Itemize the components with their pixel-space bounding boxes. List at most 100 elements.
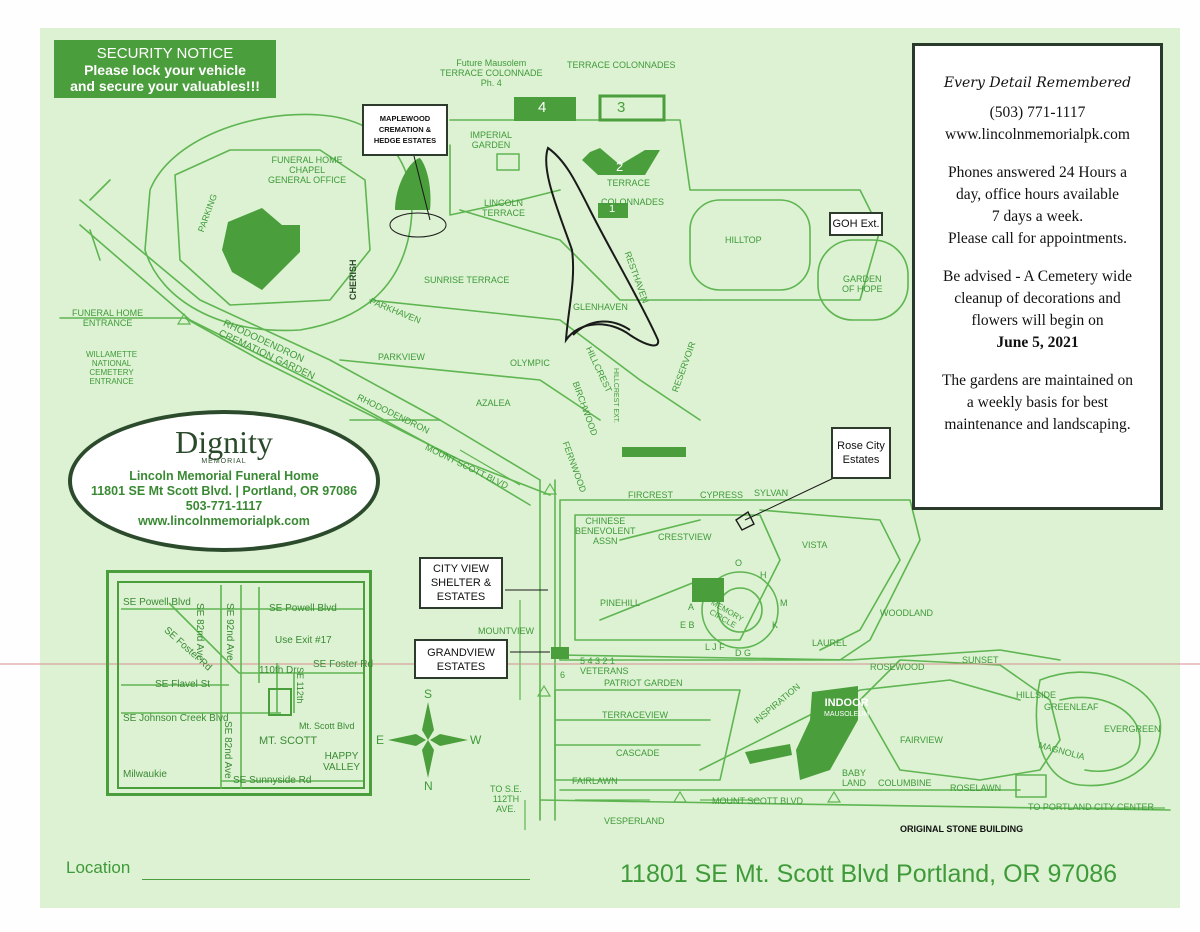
label-line: Ph. 4 (480, 78, 502, 88)
inset-map: SE Powell Blvd SE Powell Blvd SE Foster … (106, 570, 374, 796)
glenhaven-label: GLENHAVEN (573, 302, 628, 312)
dignity-logo: Dignity (175, 424, 273, 460)
indoor-mausoleum-label: INDOOR MAUSOLEUM (824, 698, 869, 720)
label-line: GARDEN (843, 274, 882, 284)
inset-label: HAPPY VALLEY (323, 751, 360, 773)
woodland-label: WOODLAND (880, 608, 934, 618)
section-3-label: 3 (617, 99, 626, 116)
inset-label: SE Foster Rd (313, 659, 374, 670)
hours-line: day, office hours available (955, 186, 1120, 203)
pinehill-label: PINEHILL (600, 598, 641, 608)
lot-letter: D G (735, 648, 752, 658)
sunrise-terrace-label: SUNRISE TERRACE (424, 275, 510, 285)
tagline: Every Detail Remembered (943, 75, 1132, 91)
label-line: LAND (842, 778, 867, 788)
callout-line: HEDGE ESTATES (373, 136, 437, 145)
hours-line: Phones answered 24 Hours a (947, 164, 1128, 181)
label-line: CHAPEL (289, 165, 326, 175)
mount-scott-road-north (79, 224, 531, 506)
callout-line: SHELTER & (430, 577, 492, 589)
info-phone: (503) 771-1117 (989, 104, 1086, 121)
maplewood-callout: MAPLEWOOD CREMATION & HEDGE ESTATES (362, 104, 448, 156)
road-arrow (459, 449, 521, 486)
label-line: ENTRANCE (82, 318, 133, 328)
cleanup-date: June 5, 2021 (996, 334, 1079, 351)
lot-letter: L J F (705, 642, 725, 652)
label-line: BABY (842, 768, 867, 778)
callout-line: ESTATES (436, 591, 486, 603)
imperial-garden-label: IMPERIAL GARDEN (470, 130, 512, 150)
label-line: INDOOR (824, 697, 869, 709)
roselawn-label: ROSELAWN (950, 783, 1002, 793)
grandview-estates (551, 647, 569, 659)
funeral-home-phone: 503-771-1117 (185, 499, 263, 513)
inset-label-line: HAPPY (324, 751, 359, 762)
hilltop-label: HILLTOP (725, 235, 762, 245)
lincoln-terrace-label: LINCOLN TERRACE (482, 198, 525, 218)
terrace-label: TERRACE (607, 178, 651, 188)
rose-city-callout: Rose City Estates (831, 427, 891, 479)
label-line: VETERANS (580, 666, 629, 676)
lot-letter: M (780, 598, 788, 608)
compass-w: W (470, 733, 482, 747)
cleanup-line: cleanup of decorations and (954, 290, 1121, 307)
compass-s: S (424, 687, 433, 701)
label-line: CEMETERY (89, 368, 134, 377)
callout-line: GOH Ext. (832, 218, 880, 230)
funeral-home-name: Lincoln Memorial Funeral Home (129, 469, 319, 483)
patriot-garden-label: PATRIOT GARDEN (604, 678, 683, 688)
security-notice-line1: Please lock your vehicle (84, 62, 246, 78)
maintenance-line: The gardens are maintained on (941, 372, 1134, 389)
label-line: TERRACE COLONNADE (440, 68, 543, 78)
sylvan-label: SYLVAN (754, 488, 789, 498)
inset-label: SE Sunnyside Rd (233, 775, 312, 786)
to-portland-label: TO PORTLAND CITY CENTER (1028, 802, 1155, 812)
section-6-label: 6 (560, 670, 566, 680)
parking-loop (174, 149, 371, 306)
section-2-label: 2 (616, 159, 624, 174)
baby-land-label: BABY LAND (842, 768, 866, 788)
inset-label: SE Johnson Creek Blvd (123, 713, 229, 724)
inset-label: SE Powell Blvd (269, 603, 337, 614)
vesperland-label: VESPERLAND (604, 816, 665, 826)
crestview-label: CRESTVIEW (658, 532, 712, 542)
inset-label: SE 112th (295, 667, 305, 704)
cascade-label: CASCADE (616, 748, 660, 758)
hillside-label: HILLSIDE (1016, 690, 1057, 700)
section-4-label: 4 (538, 99, 547, 116)
hours-line: Please call for appointments. (947, 230, 1128, 247)
inset-label: SE 82nd Ave (222, 721, 233, 779)
laurel-label: LAUREL (812, 638, 848, 648)
maintenance-line: a weekly basis for best (966, 394, 1109, 411)
grandview-callout: GRANDVIEW ESTATES (414, 639, 508, 679)
inset-label: Use Exit #17 (275, 635, 332, 646)
label-line: GENERAL OFFICE (268, 175, 347, 185)
section-1-label: 1 (609, 203, 616, 215)
label-line: MAUSOLEUM (824, 711, 870, 718)
azalea-label: AZALEA (476, 398, 511, 408)
compass-rose (388, 702, 468, 778)
inset-label: Mt. Scott Blvd (299, 721, 355, 731)
parkview-label: PARKVIEW (378, 352, 425, 362)
label-line: OF HOPE (842, 284, 883, 294)
funeral-home-logo-card: Dignity MEMORIAL Lincoln Memorial Funera… (68, 410, 380, 552)
label-line: IMPERIAL (470, 130, 513, 140)
terrace-colonnade-4 (514, 97, 576, 121)
inset-label: SE Flavel St (155, 679, 211, 690)
future-mausoleum-label: Future Mausolem TERRACE COLONNADE Ph. 4 (440, 58, 543, 88)
label-line: FUNERAL HOME (271, 155, 343, 165)
funeral-home-entrance-label: FUNERAL HOME ENTRANCE (72, 308, 143, 328)
lot-letter: A (688, 602, 695, 612)
willamette-entrance-label: WILLAMETTE NATIONAL CEMETERY ENTRANCE (86, 350, 137, 386)
compass-e: E (376, 733, 385, 747)
compass-n: N (424, 779, 433, 793)
terrace-colonnade-3 (598, 94, 666, 122)
fairview-label: FAIRVIEW (900, 735, 943, 745)
security-notice: SECURITY NOTICE Please lock your vehicle… (54, 40, 276, 98)
label-line: Future Mausolem (456, 58, 527, 68)
funeral-home-website[interactable]: www.lincolnmemorialpk.com (138, 514, 310, 528)
inset-label: Milwaukie (123, 769, 167, 780)
cleanup-line: flowers will begin on (971, 312, 1104, 329)
